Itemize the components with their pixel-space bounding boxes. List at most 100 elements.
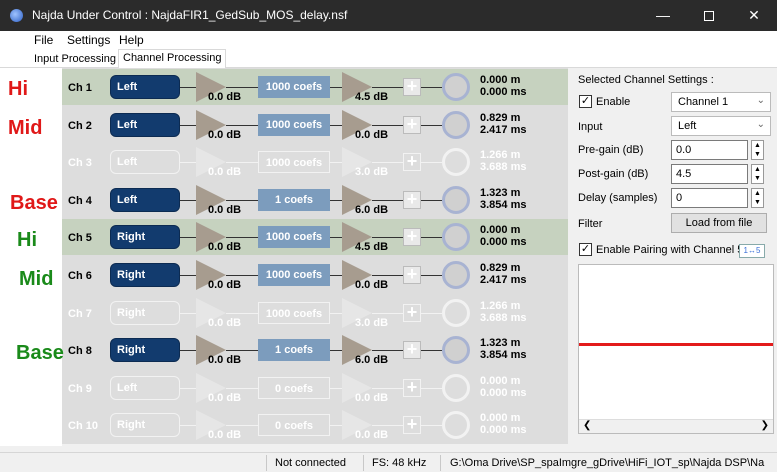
pairing-checkbox[interactable]: ✓ [579, 243, 592, 256]
delay-knob-icon[interactable] [442, 185, 470, 214]
pre-gain-amp-icon[interactable] [196, 410, 226, 441]
mixer-plus-icon[interactable]: + [403, 77, 421, 96]
enable-label: Enable [596, 96, 631, 108]
fir-filter-button[interactable]: 0 coefs [258, 376, 330, 399]
mixer-plus-icon[interactable]: + [403, 115, 421, 134]
fir-filter-button[interactable]: 1000 coefs [258, 301, 330, 324]
tab-input-processing[interactable]: Input Processing [34, 53, 116, 65]
fir-filter-button[interactable]: 1000 coefs [258, 151, 330, 174]
channel-input-button[interactable]: Right [110, 225, 180, 250]
pre-gain-amp-icon[interactable] [196, 184, 226, 215]
menu-settings[interactable]: Settings [67, 33, 111, 47]
delay-knob-icon[interactable] [442, 298, 470, 327]
channel-select[interactable]: Channel 1 ⌄ [671, 92, 771, 112]
delay-knob-icon[interactable] [442, 261, 470, 289]
pre-gain-amp-icon[interactable] [196, 109, 226, 140]
channel-input-button[interactable]: Left [110, 150, 180, 175]
pre-gain-amp-icon[interactable] [196, 297, 226, 328]
maximize-button[interactable] [686, 0, 732, 31]
delay-input[interactable]: 0 [671, 188, 748, 208]
post-gain-amp-icon[interactable] [342, 72, 372, 102]
channel-input-button[interactable]: Right [110, 338, 180, 363]
tab-channel-processing[interactable]: Channel Processing [118, 49, 227, 68]
channel-input-button[interactable]: Left [110, 112, 180, 137]
menu-file[interactable]: File [34, 33, 54, 47]
delay-knob-icon[interactable] [442, 223, 470, 252]
fir-filter-button[interactable]: 0 coefs [258, 414, 330, 437]
post-gain-amp-icon[interactable] [342, 260, 372, 290]
signal-line [226, 275, 258, 276]
pre-gain-amp-icon[interactable] [196, 260, 226, 290]
post-gain-amp-icon[interactable] [342, 109, 372, 140]
mixer-plus-icon[interactable]: + [403, 303, 421, 322]
mixer-plus-icon[interactable]: + [403, 378, 421, 397]
mixer-plus-icon[interactable]: + [403, 340, 421, 360]
post-gain-amp-icon[interactable] [342, 335, 372, 366]
close-button[interactable]: ✕ [748, 7, 760, 23]
postgain-input[interactable]: 4.5 [671, 164, 748, 184]
channel-input-button[interactable]: Right [110, 263, 180, 287]
minimize-button[interactable]: — [656, 7, 670, 23]
fir-filter-button[interactable]: 1000 coefs [258, 113, 330, 136]
channel-input-button[interactable]: Left [110, 75, 180, 99]
delay-knob-icon[interactable] [442, 148, 470, 177]
scroll-left-icon[interactable]: ❮ [583, 420, 592, 431]
delay-knob-icon[interactable] [442, 73, 470, 101]
post-gain-amp-icon[interactable] [342, 147, 372, 178]
channel-name: Ch 4 [68, 194, 92, 207]
pregain-input[interactable]: 0.0 [671, 140, 748, 160]
postgain-spinner[interactable]: ▲▼ [751, 164, 764, 184]
mixer-plus-icon[interactable]: + [403, 190, 421, 209]
channel-input-button[interactable]: Right [110, 413, 180, 438]
mixer-plus-icon[interactable]: + [403, 265, 421, 284]
post-gain-amp-icon[interactable] [342, 222, 372, 253]
load-from-file-button[interactable]: Load from file [671, 213, 767, 233]
fir-filter-button[interactable]: 1000 coefs [258, 264, 330, 286]
graph-scrollbar[interactable]: ❮ ❯ [579, 419, 773, 433]
channel-input-button[interactable]: Left [110, 187, 180, 212]
pre-gain-amp-icon[interactable] [196, 335, 226, 366]
post-gain-amp-icon[interactable] [342, 410, 372, 441]
pre-gain-amp-icon[interactable] [196, 222, 226, 253]
delay-knob-icon[interactable] [442, 373, 470, 402]
mixer-plus-icon[interactable]: + [403, 152, 421, 172]
pregain-spinner[interactable]: ▲▼ [751, 140, 764, 160]
signal-line [226, 199, 258, 201]
mixer-plus-icon[interactable]: + [403, 227, 421, 247]
mixer-plus-icon[interactable]: + [403, 415, 421, 435]
fir-filter-button[interactable]: 1 coefs [258, 188, 330, 211]
pairing-link-icon[interactable]: 1↔5 [739, 244, 765, 258]
post-gain-amp-icon[interactable] [342, 297, 372, 328]
delay-knob-icon[interactable] [442, 411, 470, 440]
scroll-right-icon[interactable]: ❯ [760, 420, 769, 431]
pre-gain-amp-icon[interactable] [196, 72, 226, 102]
signal-line [421, 312, 442, 314]
post-gain-amp-icon[interactable] [342, 184, 372, 215]
enable-checkbox[interactable]: ✓ [579, 95, 592, 108]
fir-filter-button[interactable]: 1000 coefs [258, 226, 330, 249]
channel-name: Ch 1 [68, 82, 92, 94]
fir-filter-button[interactable]: 1000 coefs [258, 76, 330, 98]
delay-spinner[interactable]: ▲▼ [751, 188, 764, 208]
pre-gain-amp-icon[interactable] [196, 147, 226, 178]
channel-input-button[interactable]: Left [110, 375, 180, 400]
delay-knob-icon[interactable] [442, 110, 470, 139]
post-gain-amp-icon[interactable] [342, 372, 372, 403]
input-select[interactable]: Left ⌄ [671, 116, 771, 136]
menu-help[interactable]: Help [119, 33, 144, 47]
fir-filter-button[interactable]: 1 coefs [258, 339, 330, 362]
pre-gain-amp-icon[interactable] [196, 372, 226, 403]
channel-input-button[interactable]: Right [110, 300, 180, 325]
delay-knob-icon[interactable] [442, 336, 470, 365]
